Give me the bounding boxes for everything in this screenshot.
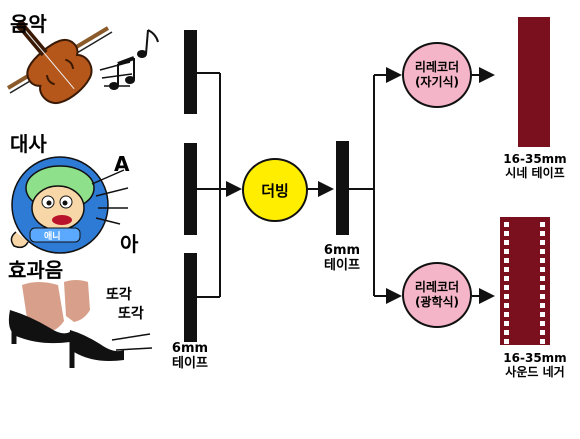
film-perforation (504, 267, 509, 272)
film-perforation (504, 249, 509, 254)
merge-connector (197, 72, 242, 298)
rerecorder-magnetic-node: 리레코더 (자기식) (402, 42, 472, 108)
rerecorder-magnetic-title: 리레코더 (414, 60, 460, 74)
film-perforation (540, 249, 545, 254)
music-notes-icon (109, 29, 159, 90)
tape-bar-effects (184, 253, 197, 342)
output-sound-negative-label: 16-35mm 사운드 네거 (490, 351, 580, 379)
output-cine-tape-label: 16-35mm 시네 테이프 (490, 152, 580, 180)
film-perforation (540, 303, 545, 308)
rerecorder-optical-node: 리레코더 (광학식) (402, 262, 472, 328)
film-perforation (540, 231, 545, 236)
film-perforation (504, 222, 509, 227)
source-label-dialogue: 대사 (10, 132, 47, 156)
mixed-tape-label: 6mm 테이프 (312, 243, 372, 273)
film-perforation (504, 321, 509, 326)
split-connector (349, 67, 495, 304)
film-perforation (504, 294, 509, 299)
speech-letter-ah: 아 (120, 232, 139, 256)
mixed-tape-size: 6mm (323, 243, 361, 258)
film-perforation (540, 339, 545, 344)
film-perforation (540, 258, 545, 263)
film-perforation (540, 267, 545, 272)
footstep-sound-2: 또각 (118, 306, 144, 322)
film-perforation (540, 312, 545, 317)
film-strip-bottom (500, 217, 550, 345)
output-negative-size: 16-35mm (503, 351, 567, 365)
mixed-tape-name: 테이프 (324, 258, 360, 273)
shirt-tag: 애니 (44, 230, 61, 242)
tape-bar-mixed (336, 141, 349, 235)
source-label-effects: 효과음 (8, 258, 64, 282)
footstep-sound-1: 또각 (106, 287, 132, 303)
speech-letter-a: A (114, 152, 130, 176)
film-perforation (504, 330, 509, 335)
film-perforation (504, 285, 509, 290)
dubbing-node: 더빙 (242, 158, 308, 222)
output-negative-name: 사운드 네거 (505, 365, 565, 379)
output-cine-name: 시네 테이프 (505, 166, 565, 180)
source-label-music: 음악 (10, 12, 47, 36)
tape-bar-music (184, 30, 197, 114)
film-perforation (540, 321, 545, 326)
film-perforation (540, 294, 545, 299)
input-tape-name: 테이프 (172, 356, 208, 371)
input-tape-label: 6mm 테이프 (160, 341, 220, 371)
film-perforation (540, 285, 545, 290)
film-perforation (540, 240, 545, 245)
film-perforation (504, 231, 509, 236)
output-cine-size: 16-35mm (503, 152, 567, 166)
film-perforation (504, 339, 509, 344)
rerecorder-magnetic-type: (자기식) (414, 75, 460, 89)
film-strip-top (518, 17, 550, 147)
film-perforation (540, 276, 545, 281)
film-perforation (504, 258, 509, 263)
dubbing-label: 더빙 (261, 181, 289, 200)
film-perforation (504, 276, 509, 281)
talking-cartoon-icon: 애니 (10, 156, 129, 254)
rerecorder-optical-type: (광학식) (414, 295, 460, 309)
input-tape-size: 6mm (171, 341, 209, 356)
high-heels-icon (8, 280, 153, 368)
film-perforation (540, 330, 545, 335)
tape-bar-dialogue (184, 143, 197, 235)
film-perforation (504, 303, 509, 308)
film-perforation (540, 222, 545, 227)
film-perforation (504, 312, 509, 317)
rerecorder-optical-title: 리레코더 (414, 280, 460, 294)
film-perforation (504, 240, 509, 245)
